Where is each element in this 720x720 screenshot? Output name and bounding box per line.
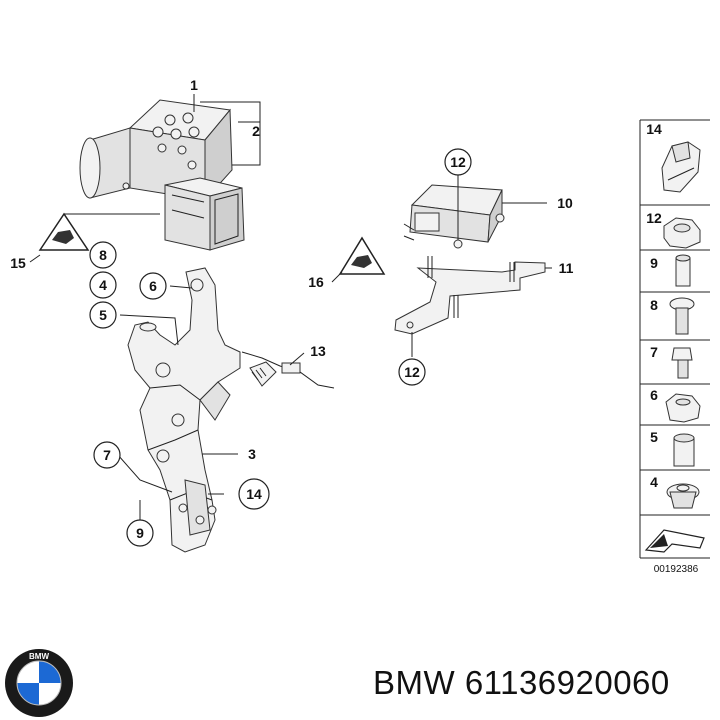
svg-text:14: 14 (246, 486, 262, 502)
abs-hydraulic-unit (79, 99, 245, 251)
direction-arrow-icon (644, 529, 705, 553)
svg-text:7: 7 (103, 447, 111, 463)
warning-triangle-icon (38, 212, 90, 251)
callout-4: 4 (89, 271, 117, 299)
side-parts-panel: 14 12 9 8 7 6 5 4 (639, 119, 710, 559)
svg-text:9: 9 (136, 525, 144, 541)
side-label-8: 8 (650, 297, 658, 313)
svg-text:12: 12 (450, 154, 466, 170)
svg-text:8: 8 (99, 247, 107, 263)
leader-lines (29, 94, 552, 520)
label-3: 3 (248, 446, 256, 462)
bmw-logo: BMW (5, 649, 73, 717)
callout-12-top: 12 (444, 148, 472, 176)
diagram-code: 00192386 (654, 564, 699, 575)
part-number: 61136920060 (464, 664, 670, 701)
abs-bracket (127, 267, 241, 553)
warning-triangle-icon (338, 236, 386, 275)
callout-7: 7 (93, 441, 121, 469)
svg-text:5: 5 (99, 307, 107, 323)
label-1: 1 (190, 77, 198, 93)
label-11: 11 (559, 260, 574, 276)
svg-text:12: 12 (404, 364, 420, 380)
callout-14: 14 (238, 478, 270, 510)
side-label-5: 5 (650, 429, 658, 445)
svg-text:6: 6 (149, 278, 157, 294)
label-2: 2 (252, 123, 260, 139)
label-15: 15 (10, 255, 26, 271)
callout-9: 9 (126, 519, 154, 547)
side-label-6: 6 (650, 387, 658, 403)
side-label-12: 12 (646, 210, 662, 226)
callout-5: 5 (89, 301, 117, 329)
part-title: BMW 61136920060 (373, 664, 670, 702)
callout-8: 8 (89, 241, 117, 269)
label-16: 16 (308, 274, 324, 290)
speed-sensor (241, 351, 335, 389)
side-label-14: 14 (646, 121, 662, 137)
logo-lettering: BMW (29, 652, 49, 661)
label-10: 10 (557, 195, 573, 211)
callout-6: 6 (139, 272, 167, 300)
airbag-control-module (403, 184, 505, 249)
label-13: 13 (310, 343, 326, 359)
side-label-7: 7 (650, 344, 658, 360)
mounting-plate (394, 256, 546, 335)
callout-12-bottom: 12 (398, 358, 426, 386)
brand-name: BMW (373, 664, 456, 701)
svg-text:4: 4 (99, 277, 107, 293)
side-label-9: 9 (650, 255, 658, 271)
side-label-4: 4 (650, 474, 658, 490)
